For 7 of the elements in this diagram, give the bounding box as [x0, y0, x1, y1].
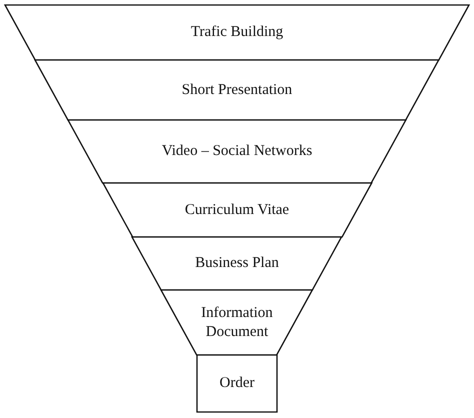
box-label: Order	[220, 374, 254, 393]
band-label: Curriculum Vitae	[184, 200, 290, 220]
band-label: Information Document	[200, 304, 274, 342]
band-label: Business Plan	[195, 254, 279, 273]
band-label: Trafic Building	[190, 23, 284, 42]
band-label: Video – Social Networks	[162, 142, 312, 161]
band-label: Short Presentation	[182, 80, 292, 100]
